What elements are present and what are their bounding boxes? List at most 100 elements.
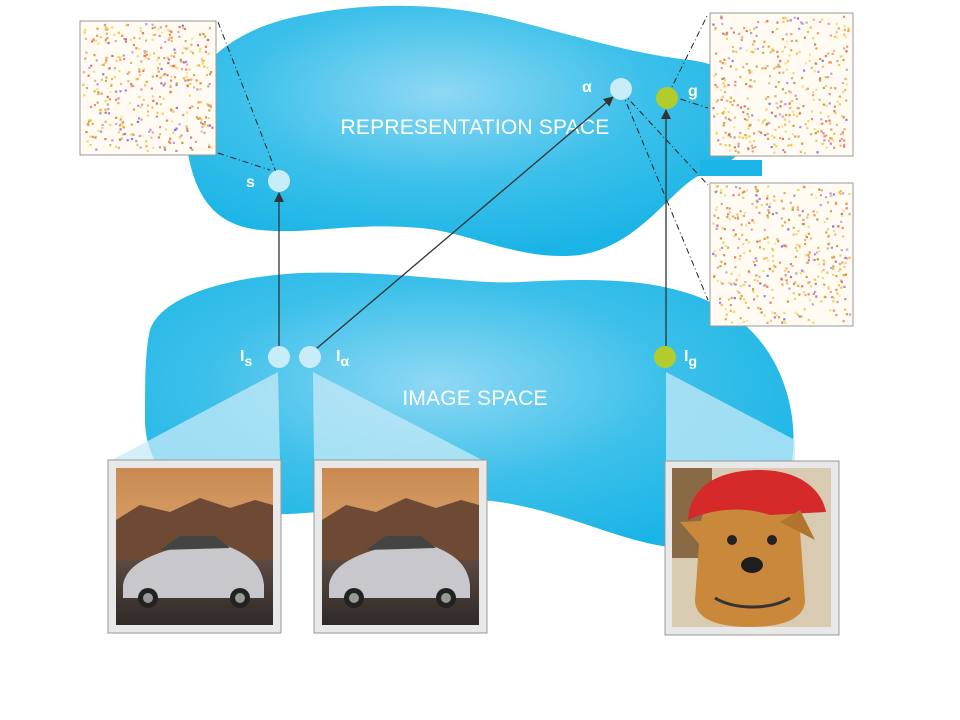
- noise-dot: [784, 16, 787, 20]
- noise-dot: [771, 254, 775, 257]
- noise-dot: [210, 146, 213, 149]
- noise-dot: [776, 21, 779, 24]
- noise-dot: [846, 248, 849, 251]
- noise-dot: [760, 311, 763, 314]
- noise-dot: [840, 286, 843, 289]
- noise-dot: [842, 235, 845, 238]
- noise-dot: [183, 27, 186, 30]
- noise-dot: [734, 216, 737, 220]
- noise-dot: [122, 126, 125, 129]
- noise-dot: [825, 134, 828, 137]
- noise-dot: [790, 144, 793, 147]
- noise-dot: [843, 265, 846, 269]
- noise-dot: [210, 71, 213, 74]
- noise-dot: [776, 27, 779, 30]
- noise-dot: [774, 85, 777, 88]
- noise-dot: [800, 315, 803, 318]
- noise-dot: [115, 98, 118, 101]
- noise-dot: [833, 230, 836, 233]
- noise-dot: [819, 79, 822, 82]
- label-i-s: Is: [240, 348, 252, 369]
- noise-dot: [733, 116, 737, 119]
- noise-dot: [753, 221, 756, 225]
- noise-dot: [825, 146, 828, 149]
- noise-dot: [139, 30, 142, 33]
- noise-dot: [777, 65, 780, 68]
- noise-dot: [806, 216, 809, 219]
- noise-dot: [819, 111, 822, 114]
- noise-dot: [743, 105, 746, 108]
- noise-dot: [720, 202, 723, 206]
- noise-dot: [169, 90, 173, 93]
- noise-dot: [714, 73, 717, 76]
- noise-dot: [790, 39, 793, 43]
- noise-dot: [829, 210, 833, 213]
- noise-dot: [91, 40, 94, 43]
- noise-dot: [99, 36, 102, 39]
- noise-dot: [185, 68, 188, 71]
- noise-dot: [773, 136, 776, 139]
- noise-dot: [186, 127, 189, 130]
- noise-dot: [791, 208, 794, 211]
- noise-dot: [85, 87, 89, 90]
- noise-dot: [151, 27, 154, 30]
- noise-dot: [729, 101, 732, 104]
- label-i-alpha: Iα: [336, 348, 349, 369]
- noise-dot: [734, 149, 737, 152]
- noise-dot: [836, 245, 839, 248]
- noise-dot: [783, 244, 786, 247]
- noise-dot: [174, 128, 177, 131]
- noise-dot: [94, 79, 97, 82]
- noise-dot: [813, 278, 816, 281]
- noise-dot: [724, 107, 727, 110]
- noise-dot: [755, 65, 758, 68]
- noise-dot: [82, 83, 85, 86]
- noise-dot: [801, 76, 804, 80]
- noise-dot: [723, 33, 726, 36]
- noise-dot: [739, 297, 742, 300]
- noise-dot: [160, 67, 163, 71]
- noise-dot: [97, 90, 100, 94]
- noise-dot: [807, 213, 810, 216]
- noise-dot: [742, 196, 745, 199]
- noise-dot: [830, 72, 833, 75]
- noise-dot: [109, 90, 112, 94]
- noise-dot: [768, 211, 771, 214]
- noise-dot: [719, 237, 723, 240]
- representation-space-label: REPRESENTATION SPACE: [341, 116, 610, 139]
- noise-dot: [825, 120, 828, 123]
- noise-dot: [719, 88, 723, 92]
- noise-dot: [722, 77, 726, 80]
- noise-dot: [185, 125, 188, 128]
- noise-dot: [773, 316, 776, 319]
- noise-dot: [788, 54, 791, 57]
- noise-dot: [792, 72, 795, 75]
- noise-dot: [151, 23, 154, 26]
- noise-dot: [89, 119, 93, 122]
- noise-dot: [169, 84, 172, 87]
- noise-dot: [139, 106, 142, 109]
- noise-dot: [729, 119, 732, 122]
- noise-dot: [191, 148, 194, 151]
- noise-dot: [834, 233, 837, 236]
- noise-dot: [728, 210, 732, 214]
- noise-dot: [126, 139, 129, 142]
- car-photo-adversarial: [313, 459, 488, 634]
- noise-dot: [144, 84, 147, 87]
- noise-dot: [190, 78, 193, 81]
- noise-dot: [96, 88, 99, 91]
- noise-dot: [829, 122, 832, 125]
- noise-dot: [97, 42, 100, 45]
- noise-dot: [832, 300, 835, 303]
- noise-dot: [727, 84, 730, 87]
- noise-dot: [784, 274, 787, 277]
- noise-dot: [779, 60, 782, 63]
- noise-dot: [823, 283, 826, 286]
- noise-dot: [190, 136, 193, 139]
- noise-dot: [752, 132, 756, 135]
- noise-dot: [749, 123, 752, 126]
- noise-dot: [130, 138, 133, 141]
- noise-dot: [724, 131, 727, 134]
- noise-dot: [825, 231, 828, 234]
- noise-dot: [178, 26, 181, 29]
